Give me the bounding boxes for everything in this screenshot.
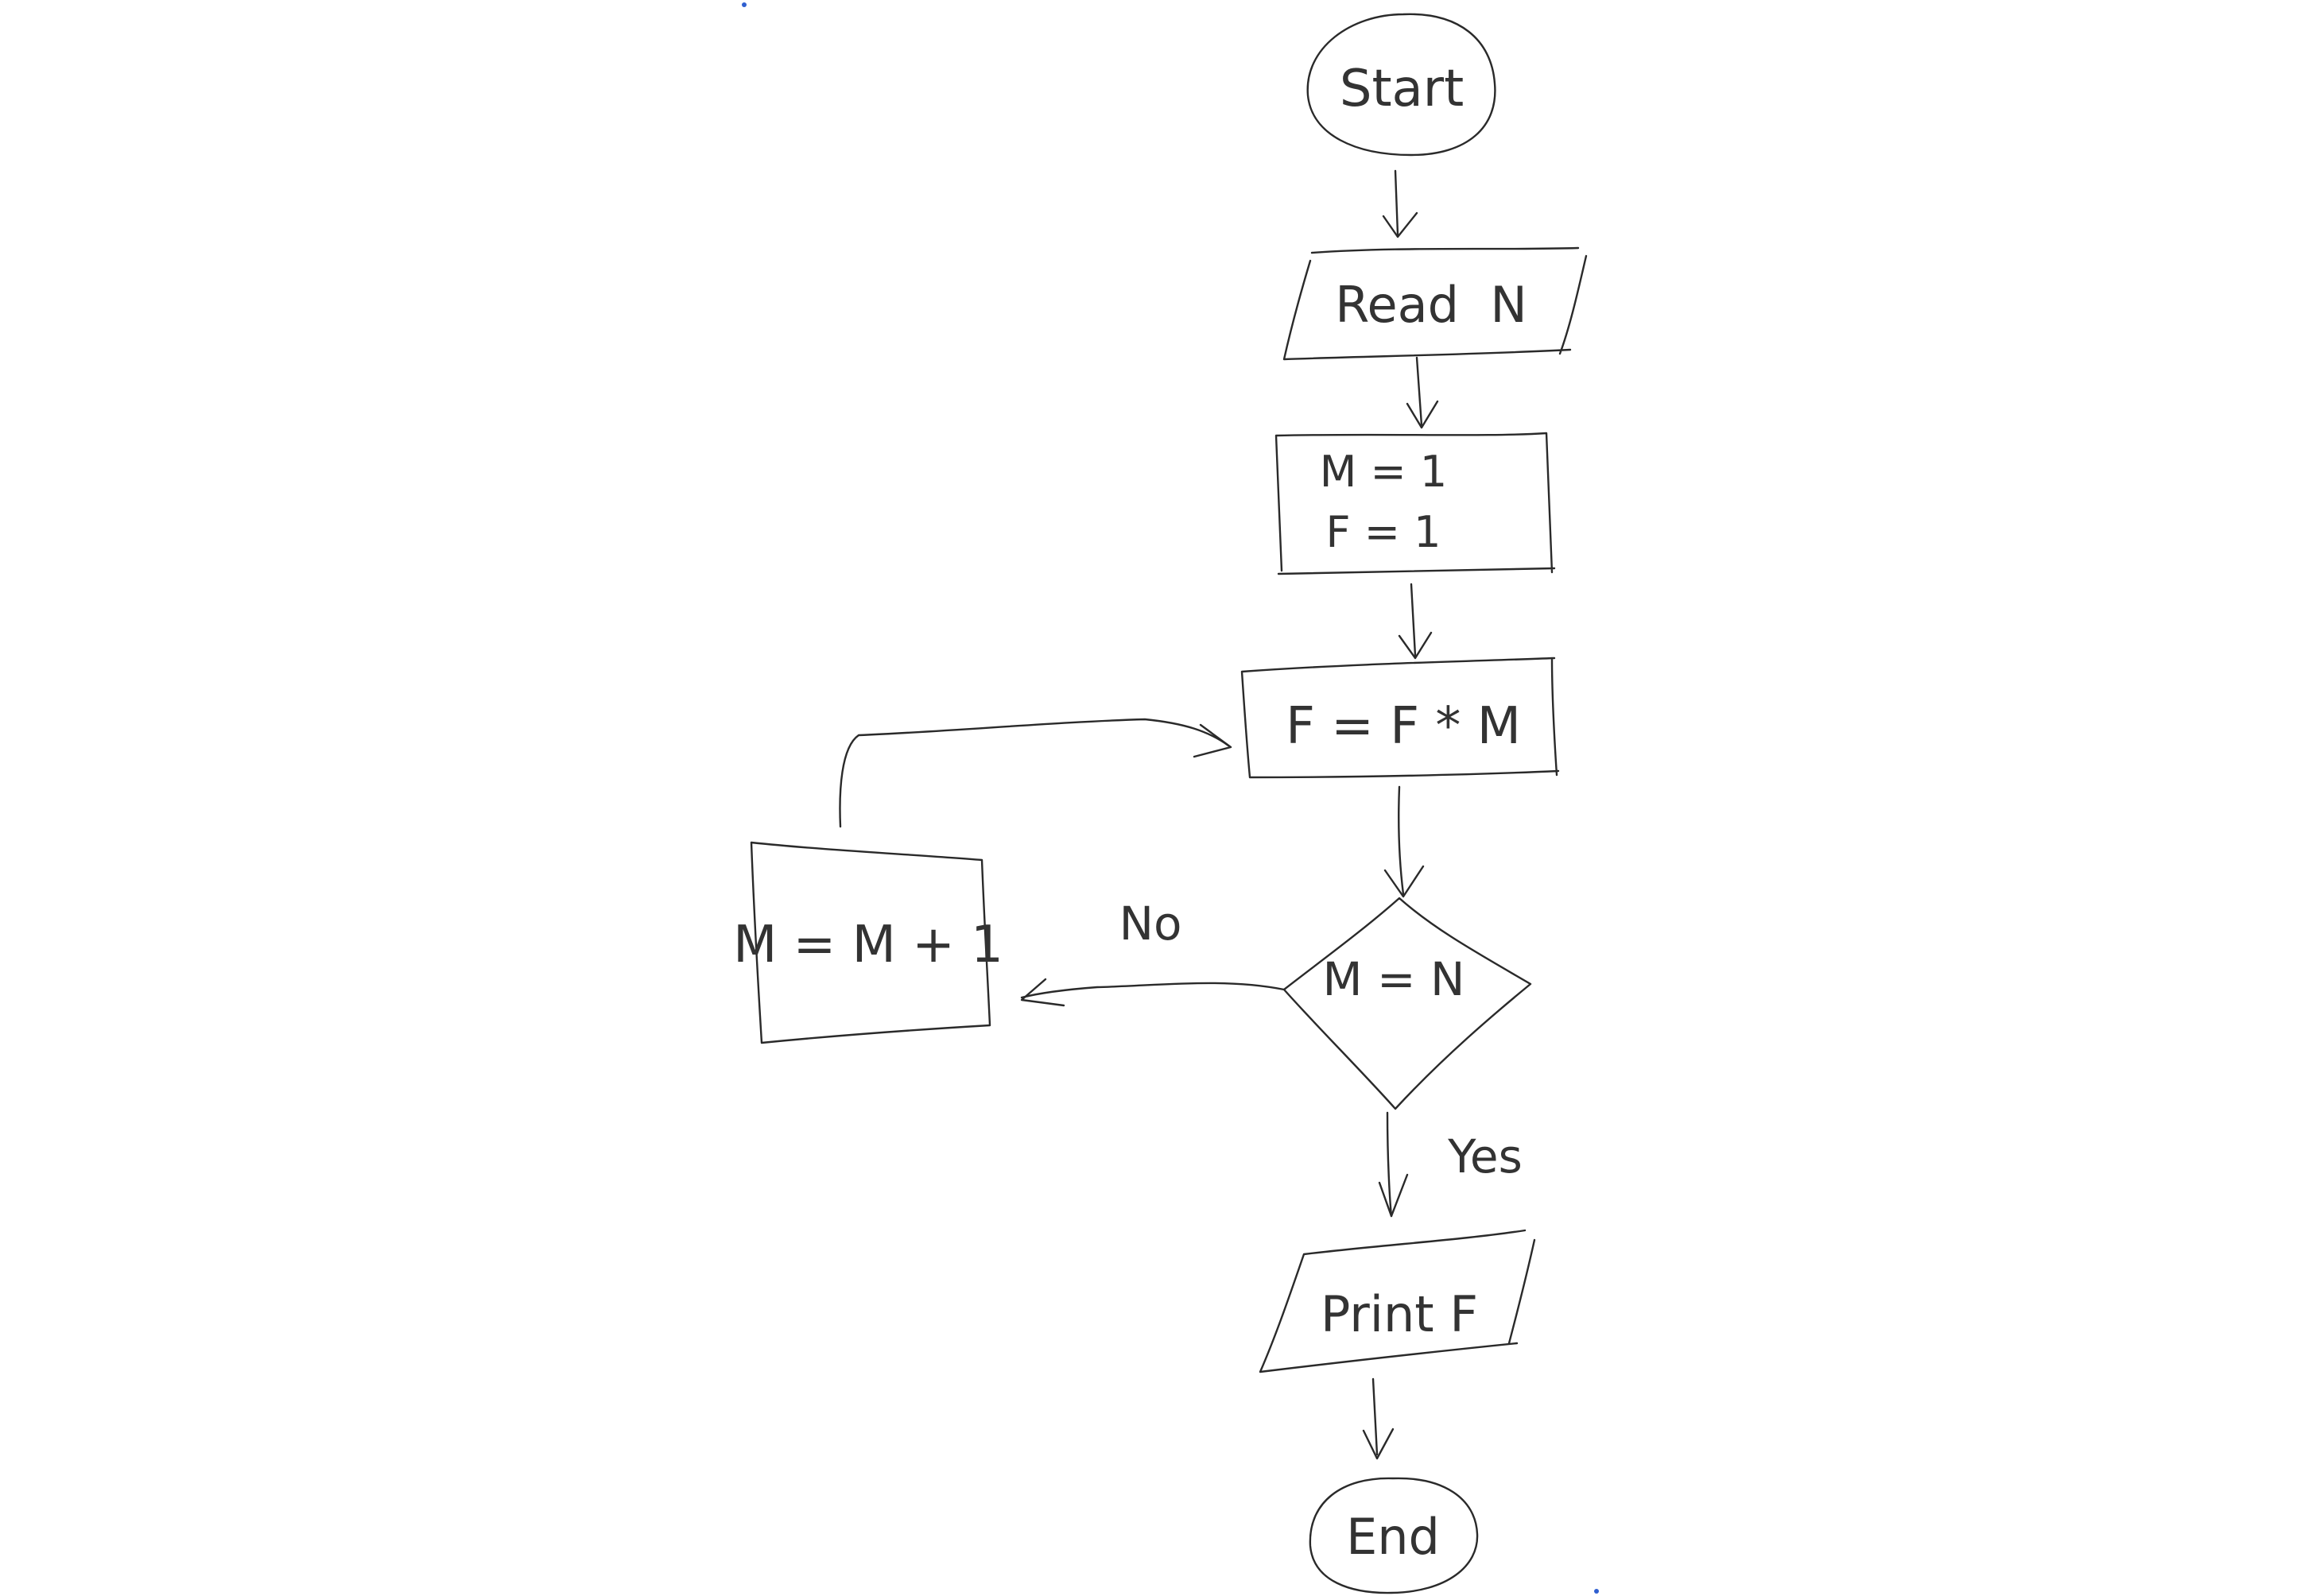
incr-label: M = M + 1 (733, 916, 1003, 974)
stray-dot-bottom (1594, 1589, 1599, 1594)
init-label-line2: F = 1 (1326, 507, 1441, 557)
arrow-start-to-read (1382, 169, 1418, 238)
arrow-incr-to-mult (839, 718, 1232, 828)
end-ellipse (1309, 1477, 1479, 1594)
arrow-read-to-init (1406, 356, 1439, 429)
read-label: Read N (1335, 276, 1527, 334)
arrow-init-to-mult (1398, 583, 1433, 660)
mult-label: F = F * M (1286, 697, 1521, 756)
incr-node: M = M + 1 (733, 841, 1003, 1044)
stray-dot-top (742, 2, 747, 7)
print-parallelogram (1259, 1229, 1536, 1373)
arrow-mult-to-decision (1383, 785, 1425, 898)
print-label: Print F (1321, 1285, 1478, 1343)
arrow-decision-to-incr (1020, 978, 1286, 1007)
init-node: M = 1 F = 1 (1274, 432, 1556, 575)
no-branch-label: No (1119, 897, 1182, 951)
decision-diamond (1282, 897, 1532, 1110)
start-label: Start (1340, 60, 1464, 118)
decision-label: M = N (1323, 952, 1465, 1006)
arrow-print-to-end (1362, 1377, 1395, 1460)
end-node: End (1309, 1477, 1479, 1594)
init-label-line1: M = 1 (1320, 447, 1448, 497)
mult-node: F = F * M (1240, 657, 1560, 779)
read-node: Read N (1282, 246, 1588, 361)
incr-rectangle (750, 841, 991, 1044)
end-label: End (1346, 1508, 1440, 1566)
mult-rectangle (1240, 657, 1560, 779)
start-node: Start (1306, 13, 1496, 157)
arrow-decision-to-print (1378, 1111, 1409, 1218)
yes-branch-label: Yes (1447, 1129, 1523, 1183)
print-node: Print F (1259, 1229, 1536, 1373)
read-parallelogram (1282, 246, 1588, 361)
start-ellipse (1306, 13, 1496, 157)
init-rectangle (1274, 432, 1556, 575)
decision-node: M = N (1282, 897, 1532, 1110)
